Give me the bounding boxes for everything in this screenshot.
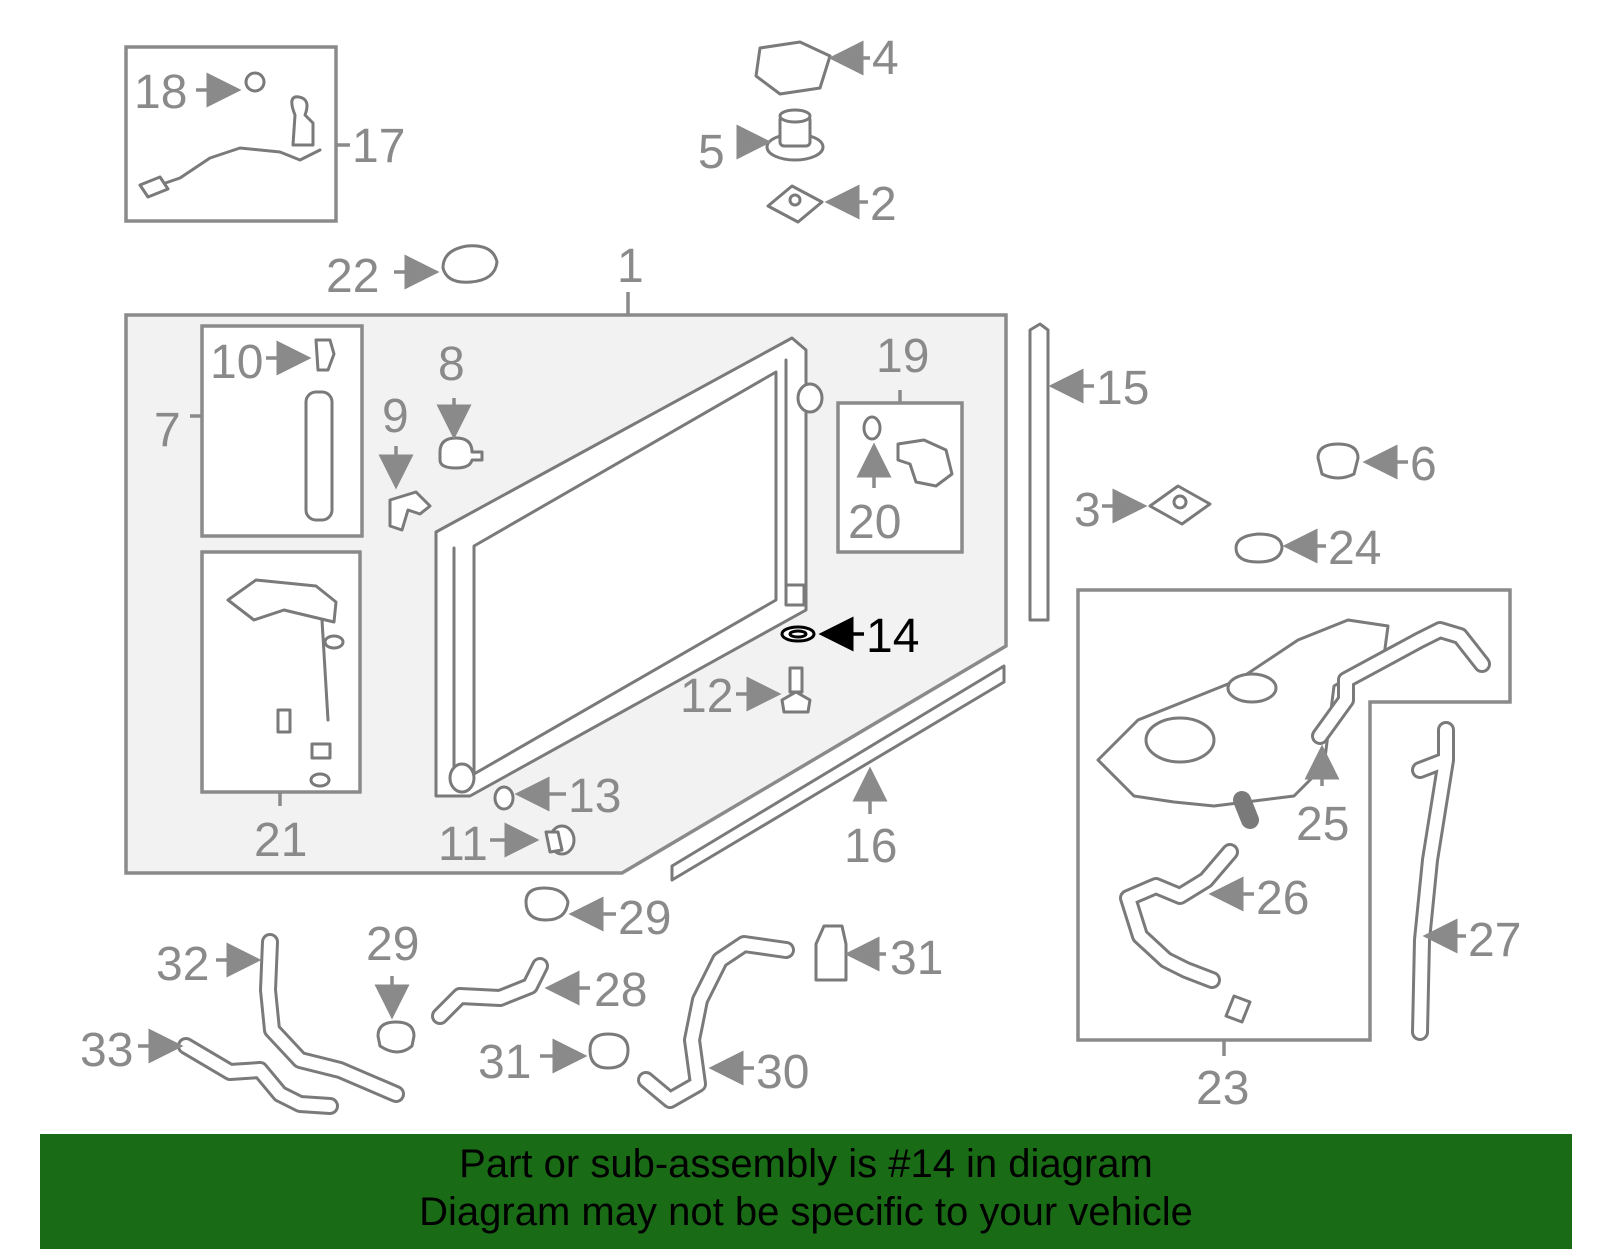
callout-27: 27 [1468,914,1521,967]
callout-11: 11 [438,818,488,871]
callout-25: 25 [1296,798,1349,851]
group-1: 1 10 7 21 8 9 [124,240,1008,875]
callout-29a: 29 [618,892,671,945]
banner-line-2: Diagram may not be specific to your vehi… [419,1190,1193,1234]
callout-28: 28 [594,964,647,1017]
callout-16: 16 [844,820,897,873]
callout-32: 32 [156,938,209,991]
group-22: 22 [326,244,499,303]
callout-4: 4 [872,32,899,85]
callout-22: 22 [326,250,379,303]
callout-15: 15 [1096,362,1149,415]
group-bottom: 29 32 33 29 28 31 30 31 [80,886,943,1115]
callout-19: 19 [876,330,929,383]
callout-33: 33 [80,1024,133,1077]
callout-20: 20 [848,496,901,549]
callout-8: 8 [438,338,465,391]
group-right-small: 3 6 24 [1074,438,1437,575]
callout-21: 21 [254,814,307,867]
callout-10: 10 [210,336,263,389]
callout-3: 3 [1074,484,1101,537]
callout-9: 9 [382,390,409,443]
group-16: 16 [670,664,1006,882]
info-banner: Part or sub-assembly is #14 in diagram D… [40,1134,1572,1249]
callout-31b: 31 [478,1036,531,1089]
callout-2: 2 [870,178,897,231]
callout-6: 6 [1410,438,1437,491]
callout-24: 24 [1328,522,1381,575]
group-15: 15 [1028,322,1149,622]
callout-23: 23 [1196,1062,1249,1115]
callout-30: 30 [756,1046,809,1099]
callout-14: 14 [866,610,919,663]
callout-26: 26 [1256,872,1309,925]
callout-13: 13 [568,770,621,823]
callout-29b: 29 [366,918,419,971]
callout-1: 1 [617,240,644,293]
group-27: 27 [1411,721,1521,1041]
group-top-center: 4 5 2 [698,32,899,231]
group-23: 25 26 23 [1076,588,1512,1115]
group-17: 18 17 [124,45,405,223]
callout-18: 18 [134,66,187,119]
callout-12: 12 [680,670,733,723]
callout-5: 5 [698,126,725,179]
callout-31a: 31 [890,932,943,985]
callout-7: 7 [154,404,181,457]
banner-line-1: Part or sub-assembly is #14 in diagram [459,1142,1153,1186]
callout-17: 17 [352,120,405,173]
